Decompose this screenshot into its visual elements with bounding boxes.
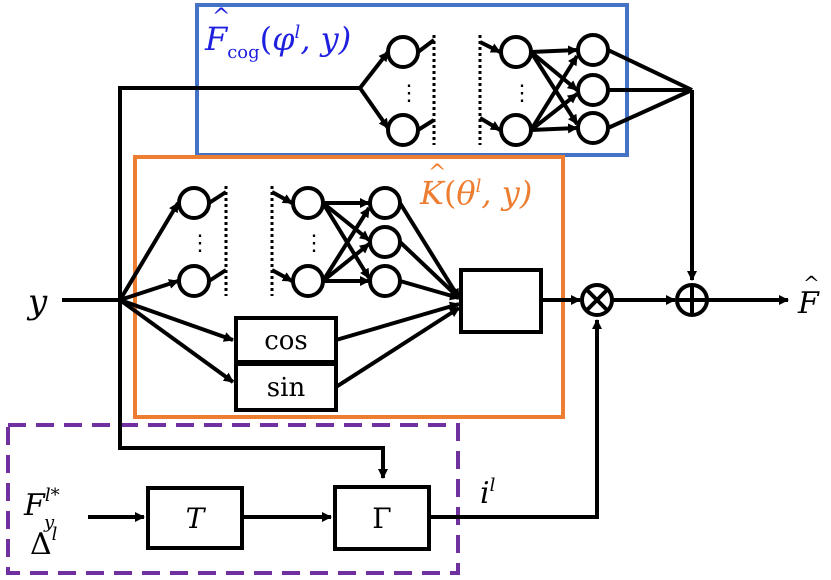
blue-vdots-1: ⋮: [398, 81, 420, 106]
blue-out-node-2: [576, 73, 610, 107]
blue-stub-3: [479, 40, 501, 54]
output-f-label: F: [797, 286, 820, 321]
blue-fan-top: [358, 50, 390, 90]
blue-stub-1: [416, 38, 436, 54]
blue-merge-3: [607, 88, 693, 130]
blue-c5: [529, 92, 579, 132]
cogging-sup: l: [295, 22, 301, 43]
input-delta-label: Δl: [30, 524, 58, 562]
orange-c3: [321, 201, 371, 280]
blue-c1: [530, 45, 578, 56]
T-box: [146, 486, 244, 550]
blue-fan-bottom: [358, 86, 390, 130]
orange-c4: [321, 206, 371, 283]
k-open: (: [444, 174, 456, 212]
orange-stub-3: [271, 190, 293, 205]
blue-vdots-2: ⋮: [511, 81, 533, 106]
input-F: F: [23, 488, 46, 523]
output-f-hat: ^: [803, 271, 820, 295]
orange-fan-4: [118, 298, 235, 384]
k-hat: ^: [428, 161, 446, 186]
y-bus-up: [118, 86, 360, 300]
orange-node-2: [177, 264, 211, 298]
blue-node-4: [499, 113, 533, 147]
k-label: K(θl, y): [419, 174, 532, 212]
blue-c3: [529, 50, 579, 126]
current-to-multiply: [429, 319, 602, 519]
input-y-label: y: [26, 282, 48, 322]
k-rest: , y): [481, 174, 532, 212]
orange-vdots-1: ⋮: [189, 231, 211, 256]
k-K: K: [419, 174, 446, 212]
orange-stub-1: [207, 190, 228, 205]
orange-to-prod-2: [398, 240, 461, 300]
current-model-frame: [6, 423, 460, 575]
k-output-box: [459, 268, 543, 334]
input-delta: Δ: [30, 527, 52, 562]
orange-to-prod-3: [399, 279, 460, 301]
input-F-sup: l*: [45, 485, 60, 506]
Gamma-box: [333, 485, 431, 551]
orange-c5: [321, 242, 371, 283]
orange-fan-2: [119, 279, 179, 302]
input-delta-sup: l: [52, 524, 58, 545]
k-theta: θ: [456, 174, 475, 212]
orange-out-node-2: [368, 225, 402, 259]
Gamma-label: Γ: [372, 502, 391, 535]
orange-out-node-1: [368, 186, 402, 220]
cogging-open: (: [260, 20, 272, 58]
orange-stub-4: [271, 268, 293, 283]
current-i: i: [480, 476, 490, 511]
cogging-sub: cog: [227, 42, 259, 63]
orange-out-node-3: [368, 264, 402, 298]
blue-out-node-3: [576, 111, 610, 145]
blue-node-3: [499, 35, 533, 69]
cogging-force-label: Fcog(φl, y): [204, 20, 351, 63]
T-label: T: [186, 502, 207, 535]
orange-c2: [321, 201, 371, 242]
blue-stub-4: [478, 116, 502, 132]
blue-node-1: [386, 35, 420, 69]
sin-to-prod: [334, 306, 461, 389]
orange-fan-3: [119, 298, 234, 342]
current-label: il: [480, 475, 496, 511]
blue-stub-2: [416, 118, 436, 132]
blue-c2: [529, 50, 579, 92]
k-network-frame: [133, 155, 565, 419]
orange-node-3: [291, 186, 325, 220]
current-sup: l: [490, 475, 496, 496]
input-F-label: Fl*: [23, 485, 60, 523]
cos-to-prod: [335, 301, 460, 342]
orange-vdots-2: ⋮: [303, 231, 325, 256]
blue-node-2: [386, 113, 420, 147]
blue-c4: [529, 54, 579, 132]
cogging-rest: , y): [300, 20, 351, 58]
multiply-x-2: [584, 287, 610, 313]
orange-stub-2: [207, 268, 228, 283]
orange-node-4: [291, 264, 325, 298]
blue-c6: [530, 123, 578, 134]
cos-label: cos: [264, 326, 308, 356]
y-bus-down: [118, 300, 388, 479]
sin-label: sin: [267, 373, 306, 403]
orange-fan-1: [118, 201, 180, 302]
orange-to-prod-1: [398, 201, 461, 300]
cogging-F: F: [204, 20, 229, 58]
cogging-phi: φ: [272, 20, 295, 58]
orange-node-1: [177, 186, 211, 220]
blue-out-node-1: [576, 33, 610, 67]
cogging-hat: ^: [212, 5, 230, 30]
input-F-sub: y: [43, 512, 55, 533]
k-sup: l: [476, 176, 482, 197]
blue-merge-1: [607, 48, 693, 92]
